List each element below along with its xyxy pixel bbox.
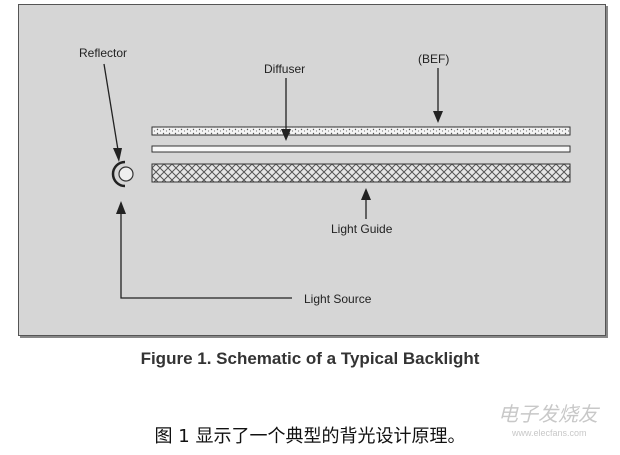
watermark-url: www.elecfans.com [512,428,587,438]
figure-caption: Figure 1. Schematic of a Typical Backlig… [140,349,480,368]
bef-arrow [433,68,443,123]
backlight-schematic [103,63,571,299]
light-source-arrow [116,201,292,299]
bef-film [151,126,571,136]
reflector-arc [111,160,126,188]
lamp-circle [118,166,134,182]
bef-label: (BEF) [418,52,450,66]
description-text: 图 1 显示了一个典型的背光设计原理。 [154,426,466,447]
diffuser-label: Diffuser [264,62,306,76]
reflector-arrow [103,63,122,162]
reflector-label: Reflector [79,46,128,60]
watermark-logo: 电子发烧友 [498,402,598,426]
light-source-label: Light Source [304,292,372,306]
light-guide-plate [151,163,571,183]
diffuser-film [151,145,571,153]
diffuser-arrow [281,78,291,141]
light-guide-label: Light Guide [331,222,393,236]
light-guide-arrow [361,188,371,219]
